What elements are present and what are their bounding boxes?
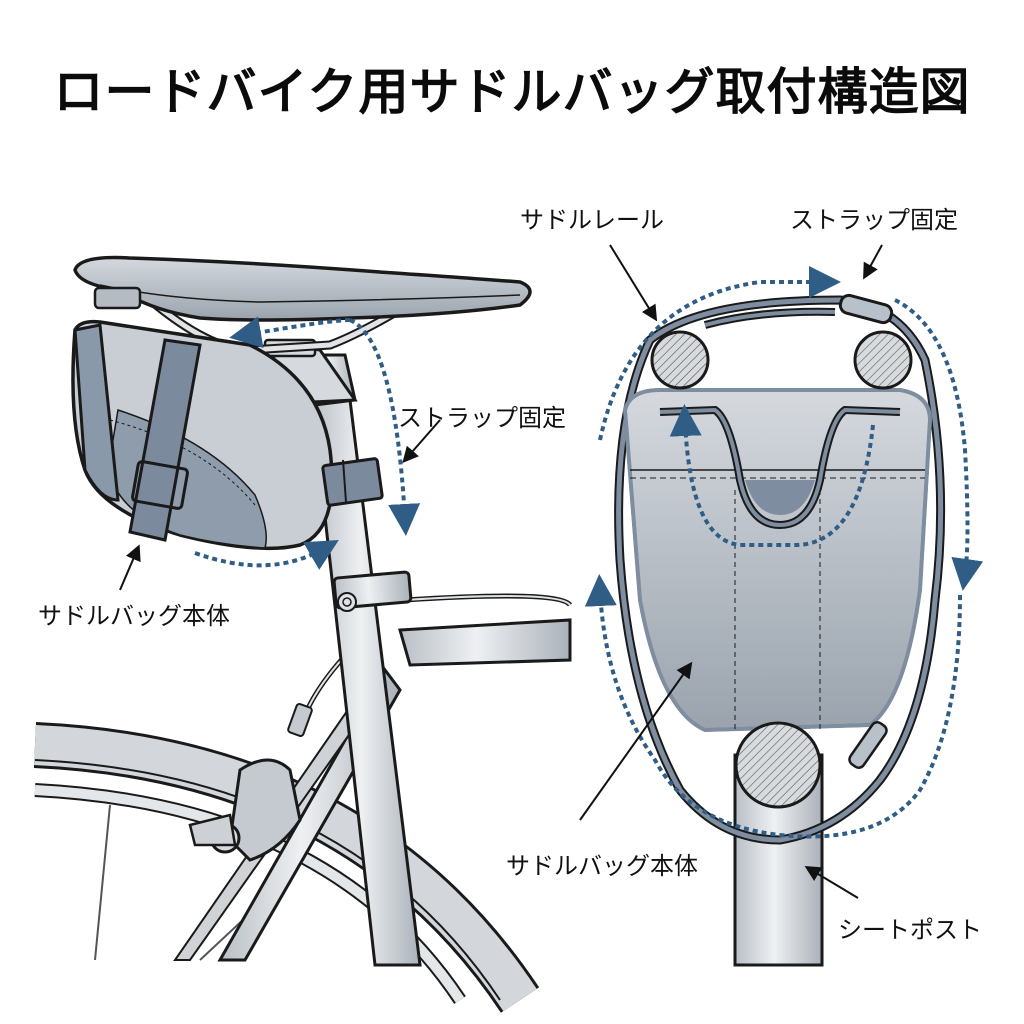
diagram-title: ロードバイク用サドルバッグ取付構造図 — [53, 63, 971, 121]
left-strap-label: ストラップ固定 — [398, 404, 566, 432]
right-strap-label: ストラップ固定 — [790, 206, 958, 234]
right-cross-section-view — [579, 244, 984, 967]
brake-caliper — [188, 703, 313, 862]
saddle-rail-label: サドルレール — [520, 206, 664, 234]
left-bicycle-view — [33, 255, 573, 1013]
left-bag-body-label: サドルバッグ本体 — [38, 602, 230, 630]
seatpost-label: シートポスト — [838, 916, 982, 944]
right-bag-body-label: サドルバッグ本体 — [506, 852, 698, 880]
left-saddle-bag — [71, 319, 384, 551]
